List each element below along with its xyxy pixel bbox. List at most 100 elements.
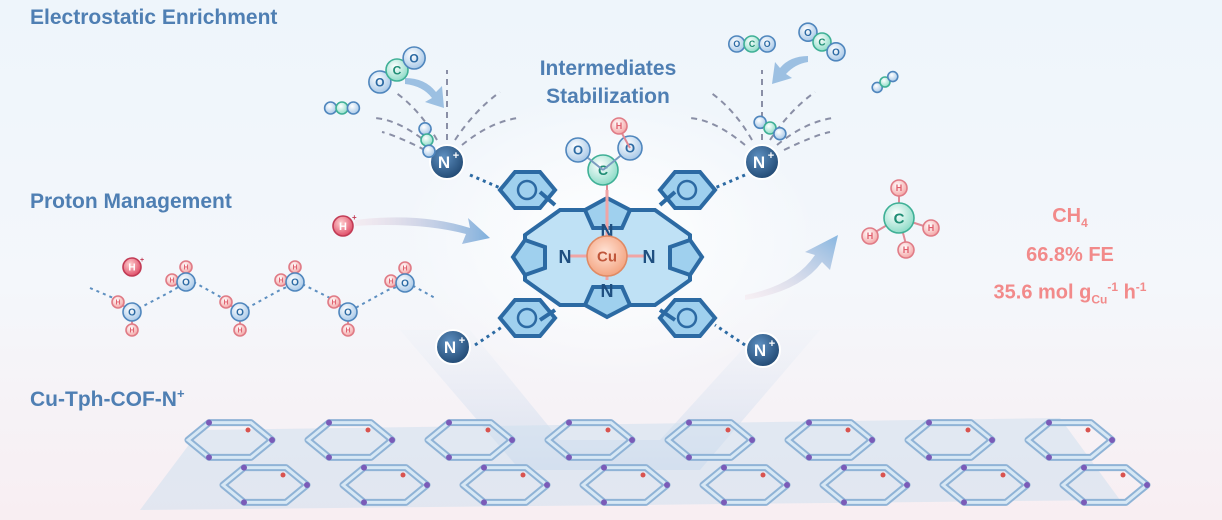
svg-text:H: H: [402, 266, 407, 273]
water-5-h2: H: [398, 261, 412, 275]
svg-text:H: H: [128, 263, 135, 274]
pyrrole-n-right: N: [643, 247, 656, 267]
co2-right-near-n-c: [763, 121, 777, 135]
product-formula: CH4: [955, 200, 1185, 239]
svg-text:Cu: Cu: [597, 248, 617, 265]
methane-h1: H: [890, 179, 908, 197]
cof-unit-10: [459, 464, 551, 506]
svg-text:C: C: [818, 38, 825, 49]
svg-text:H: H: [237, 328, 242, 335]
svg-text:+: +: [140, 257, 144, 264]
water-0-oxygen: O: [122, 302, 142, 322]
co2-left-large-c: C: [385, 58, 409, 82]
co2-right-3-o1: [871, 81, 884, 94]
svg-text:H: H: [292, 265, 297, 272]
n-plus-bottom-right: N+: [745, 332, 781, 368]
hydrogen-bond-chain: [89, 278, 436, 314]
methane-h4: H: [897, 241, 915, 259]
arrow-proton-in: [355, 217, 490, 244]
co2-right-1-o1: O: [727, 35, 746, 53]
cof-unit-8: [219, 464, 311, 506]
svg-text:H: H: [903, 245, 910, 255]
water-0-h2: H: [125, 323, 139, 337]
water-3-h1: H: [274, 273, 288, 287]
material-name-text: Cu-Tph-COF-N: [30, 388, 177, 411]
co2-right-2-o2: O: [826, 42, 846, 62]
svg-text:H: H: [223, 300, 228, 307]
water-3-h2: H: [288, 260, 302, 274]
water-1-h2: H: [179, 260, 193, 274]
co2-right-near-n-o1: [753, 115, 767, 130]
pyrrole-n-left: N: [559, 247, 572, 267]
n-plus-top-right: N+: [744, 144, 780, 180]
svg-text:O: O: [375, 75, 384, 89]
copper-center: Cu: [586, 235, 628, 277]
intermediate-oxygen-1: O: [565, 137, 591, 163]
svg-text:+: +: [352, 213, 357, 222]
cof-unit-7: [1024, 419, 1116, 461]
intermediates-line1: Intermediates: [539, 57, 677, 80]
label-material-name: Cu-Tph-COF-N+: [30, 386, 185, 412]
intermediates-line2: Stabilization: [546, 85, 670, 108]
cof-unit-14: [939, 464, 1031, 506]
methane-carbon: C: [883, 202, 915, 234]
methane-h3: H: [922, 219, 940, 237]
co2-left-small-o2: [346, 101, 361, 115]
co2-left-large-o1: O: [368, 70, 392, 94]
svg-text:O: O: [804, 28, 812, 39]
svg-text:O: O: [182, 278, 190, 289]
product-fe: 66.8% FE: [1026, 244, 1114, 266]
water-4-oxygen: O: [338, 302, 358, 322]
label-electrostatic-enrichment: Electrostatic Enrichment: [30, 6, 278, 29]
co2-right-near-n-o2: [773, 126, 787, 141]
cof-unit-2: [424, 419, 516, 461]
svg-text:H: H: [616, 121, 623, 131]
water-0-h1: H: [111, 295, 125, 309]
cof-unit-4: [664, 419, 756, 461]
co2-left-small-c: [335, 101, 349, 115]
svg-text:N: N: [444, 338, 456, 357]
co2-left-small-o1: [323, 101, 338, 115]
svg-text:+: +: [769, 338, 775, 350]
rate-sup1: -1: [1107, 280, 1119, 294]
intermediate-hydrogen: H: [610, 117, 628, 135]
svg-text:H: H: [331, 300, 336, 307]
svg-text:H: H: [183, 265, 188, 272]
svg-text:O: O: [733, 39, 740, 49]
svg-text:O: O: [344, 308, 352, 319]
svg-text:+: +: [459, 335, 465, 347]
cof-unit-0: [184, 419, 276, 461]
svg-text:H: H: [388, 279, 393, 286]
rate-value: 35.6 mol g: [993, 281, 1092, 304]
water-2-h1: H: [219, 295, 233, 309]
cof-unit-13: [819, 464, 911, 506]
svg-text:+: +: [453, 150, 459, 162]
arrow-product-out: [745, 235, 838, 300]
cof-unit-3: [544, 419, 636, 461]
product-rate: 35.6 mol gCu-1 h-1: [955, 271, 1185, 316]
arrow-co2-left: [405, 78, 444, 108]
svg-text:O: O: [764, 39, 771, 49]
co2-left-near-n-o2: [422, 144, 436, 159]
cof-unit-12: [699, 464, 791, 506]
co2-right-2-o1: O: [798, 22, 818, 42]
water-2-h2: H: [233, 323, 247, 337]
cof-unit-5: [784, 419, 876, 461]
svg-text:H: H: [339, 221, 347, 233]
arrow-co2-right: [772, 56, 808, 84]
cof-framework: [140, 418, 1151, 510]
field-lines-left: [374, 70, 519, 151]
svg-text:C: C: [598, 162, 608, 178]
co2-left-large-o2: O: [402, 46, 426, 70]
svg-text:O: O: [625, 141, 635, 156]
cof-unit-6: [904, 419, 996, 461]
svg-text:O: O: [573, 143, 583, 158]
svg-text:H: H: [115, 300, 120, 307]
svg-text:O: O: [409, 51, 418, 65]
svg-text:O: O: [832, 47, 840, 58]
svg-text:H: H: [345, 328, 350, 335]
water-3-oxygen: O: [285, 272, 305, 292]
water-2-oxygen: O: [230, 302, 250, 322]
water-4-h1: H: [327, 295, 341, 309]
co2-right-2-c: C: [812, 32, 832, 52]
